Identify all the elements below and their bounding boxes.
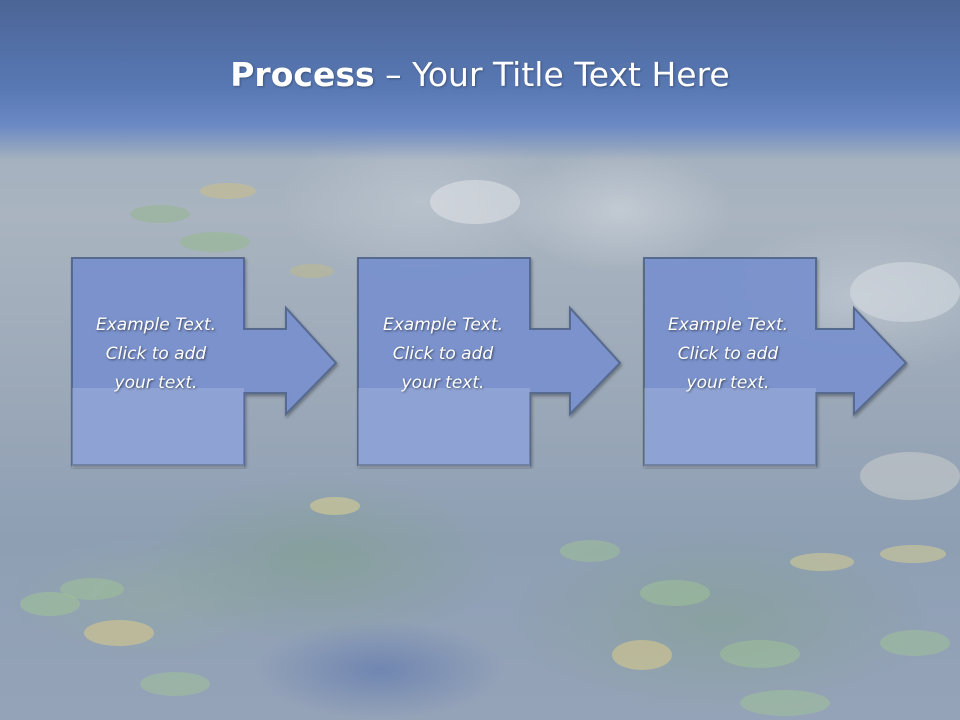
step-text[interactable]: Example Text. Click to add your text.: [642, 311, 814, 398]
stone: [430, 180, 520, 224]
lily-pad: [130, 205, 190, 223]
stone: [860, 452, 960, 500]
step-text-line: Example Text.: [382, 315, 504, 335]
step-reflection: [72, 384, 244, 468]
step-reflection: [358, 384, 530, 468]
lily-pad: [200, 183, 256, 199]
step-arrow-shape: [71, 257, 338, 466]
slide-title[interactable]: Process – Your Title Text Here: [0, 52, 960, 98]
step-text[interactable]: Example Text. Click to add your text.: [70, 311, 242, 398]
step-text-line: Click to add: [392, 344, 494, 364]
step-text-line: your text.: [401, 373, 485, 393]
step-arrow-shape: [643, 257, 908, 466]
lily-pad: [560, 540, 620, 562]
lily-pad: [790, 553, 854, 571]
step-text-line: your text.: [114, 373, 198, 393]
step-text-line: Click to add: [105, 344, 207, 364]
reflection-shape: [358, 388, 530, 468]
lily-pad: [880, 630, 950, 656]
lily-pad: [720, 640, 800, 668]
step-text-line: Example Text.: [667, 315, 789, 335]
step-text[interactable]: Example Text. Click to add your text.: [357, 311, 529, 398]
lily-pad: [740, 690, 830, 716]
title-bold: Process: [230, 55, 375, 94]
step-text-line: your text.: [686, 373, 770, 393]
step-arrow-shape: [357, 257, 622, 466]
lily-pad: [880, 545, 946, 563]
stone: [850, 262, 960, 322]
lily-pad: [84, 620, 154, 646]
step-text-line: Click to add: [677, 344, 779, 364]
lily-pad: [290, 264, 334, 278]
lily-pad: [640, 580, 710, 606]
lily-pad: [140, 672, 210, 696]
title-rest: – Your Title Text Here: [374, 55, 730, 94]
lily-pad: [612, 640, 672, 670]
lily-pad: [180, 232, 250, 252]
title-bar: [0, 0, 960, 160]
step-text-line: Example Text.: [95, 315, 217, 335]
lily-pad: [60, 578, 124, 600]
reflection-shape: [72, 388, 244, 468]
step-reflection: [644, 384, 816, 468]
reflection-shape: [644, 388, 816, 468]
lily-pad: [310, 497, 360, 515]
